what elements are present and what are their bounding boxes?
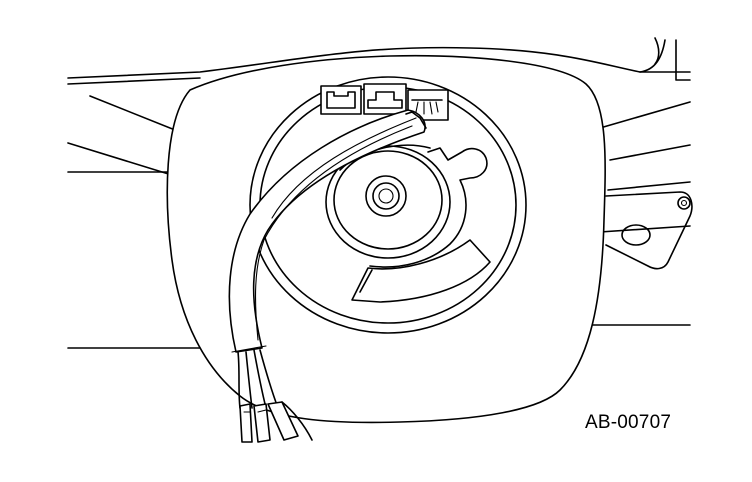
figure-code-label: AB-00707	[585, 412, 672, 433]
connector-middle	[363, 83, 407, 115]
connector-left	[320, 85, 362, 115]
wire-harness	[228, 109, 427, 443]
center-hub	[365, 175, 407, 217]
column-bracket	[605, 191, 693, 270]
